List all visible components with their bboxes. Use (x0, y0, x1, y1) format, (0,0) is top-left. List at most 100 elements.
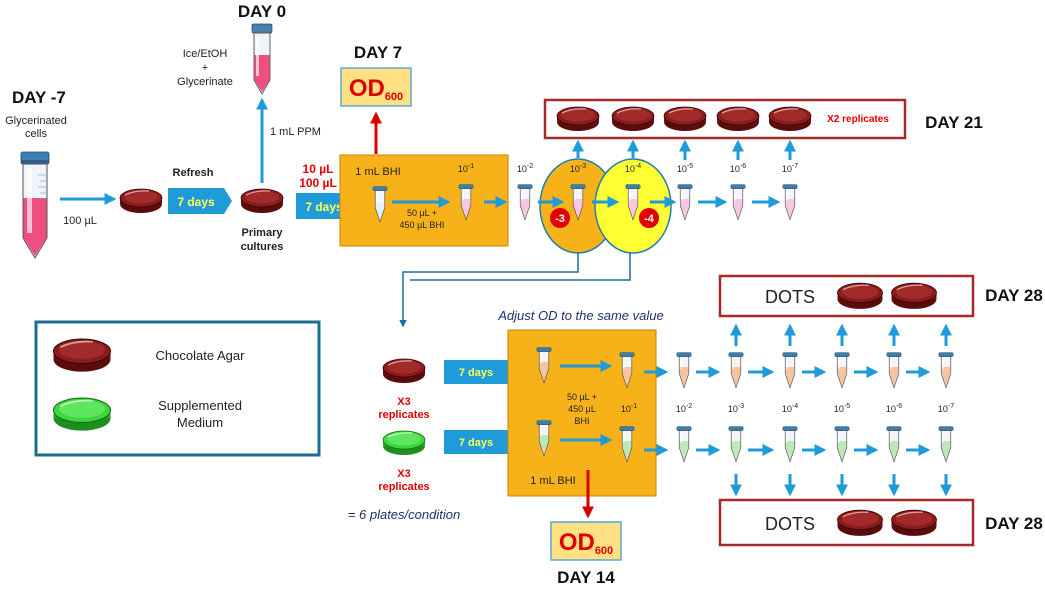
od600-box-bottom: OD600 (550, 521, 622, 561)
primary-cultures-label-2: cultures (241, 241, 284, 253)
dilution-bottom-d7-label: 10-7 (938, 403, 954, 414)
legend-chocolate-agar-icon (52, 338, 112, 373)
badge-minus3: -3 (550, 208, 570, 228)
tube-d6-top-icon (730, 184, 746, 221)
legend-chocolate-agar-label: Chocolate Agar (156, 348, 246, 363)
inoculum-100ul-label: 100 µL (299, 176, 337, 190)
seven-days-text-4: 7 days (459, 437, 493, 449)
dilution-bottom-d1-label: 10-1 (621, 403, 637, 414)
dilution-bottom-d6-label: 10-6 (886, 403, 902, 414)
tube-d5-bottom-green-icon (834, 426, 850, 463)
dilution-top-d3-label: 10-3 (570, 163, 586, 174)
dilution-top-d7-label: 10-7 (782, 163, 798, 174)
badge-minus4-text: -4 (644, 213, 655, 225)
x3-replicates-green-1: X3 (397, 468, 410, 480)
tube-d2-bottom-red-icon (676, 352, 692, 389)
day21-plate-5-icon (768, 106, 812, 132)
seven-days-text-1: 7 days (177, 195, 215, 209)
seven-days-arrow-3: 7 days (444, 360, 516, 384)
dilution-top-d1-label: 10-1 (458, 163, 474, 174)
badge-minus3-text: -3 (555, 213, 565, 225)
glycerinate-tube-icon (251, 23, 273, 95)
seven-days-arrow-4: 7 days (444, 430, 516, 454)
dilution-step-label-1: 50 µL + (407, 208, 437, 218)
dilution-bottom-d4-label: 10-4 (782, 403, 798, 414)
volume-100ul-label: 100 µL (63, 215, 97, 227)
dots-top-plate-2-icon (890, 282, 938, 310)
tube-d5-bottom-red-icon (834, 352, 850, 389)
tube-d7-top-icon (782, 184, 798, 221)
glycerinate-label: Glycerinate (177, 76, 233, 88)
dots-bottom-plate-1-icon (836, 509, 884, 537)
day7-label: DAY 7 (354, 43, 402, 62)
bhi-1ml-label-bottom: 1 mL BHI (530, 475, 575, 487)
dish-primary-icon (240, 188, 284, 214)
dots-label-bottom: DOTS (765, 514, 815, 534)
ice-etoh-label: Ice/EtOH (183, 48, 228, 60)
dilution-step-label-b1: 50 µL + (567, 392, 597, 402)
od-text-bottom: OD600 (559, 529, 613, 557)
tube-d3-bottom-red-icon (728, 352, 744, 389)
six-plates-label: = 6 plates/condition (348, 507, 460, 522)
refresh-label: Refresh (173, 167, 214, 179)
falcon-tube-icon (20, 151, 50, 259)
tube-d3-bottom-green-icon (728, 426, 744, 463)
adjust-od-label: Adjust OD to the same value (497, 308, 663, 323)
day21-plate-3-icon (663, 106, 707, 132)
connector-d4-to-bottom (410, 253, 631, 281)
day21-plate-2-icon (611, 106, 655, 132)
glycerinated-cells-label-1: Glycerinated (5, 115, 67, 127)
day0-label: DAY 0 (238, 2, 286, 21)
dish-initial-icon (119, 188, 163, 214)
day28-bottom-label: DAY 28 (985, 514, 1043, 533)
tube-d2-top-icon (517, 184, 533, 221)
tube-d2-bottom-green-icon (676, 426, 692, 463)
dilution-bottom-d3-label: 10-3 (728, 403, 744, 414)
dots-top-plate-1-icon (836, 282, 884, 310)
dish-bottom-green-icon (382, 430, 426, 456)
tube-d5-top-icon (677, 184, 693, 221)
x3-replicates-red-1: X3 (397, 396, 410, 408)
day-minus7-label: DAY -7 (12, 88, 66, 107)
day14-label: DAY 14 (557, 568, 615, 587)
ice-etoh-plus: + (202, 62, 208, 74)
legend-supplemented-medium-label-1: Supplemented (158, 398, 242, 413)
legend-supplemented-medium-icon (52, 397, 112, 432)
badge-minus4: -4 (639, 208, 659, 228)
od600-box-top: OD600 (340, 67, 412, 107)
seven-days-text-3: 7 days (459, 367, 493, 379)
dots-bottom-plate-2-icon (890, 509, 938, 537)
x3-replicates-red-2: replicates (378, 409, 429, 421)
ppm-label: 1 mL PPM (270, 126, 321, 138)
arrows-down-to-dots (730, 474, 952, 497)
x2-replicates-label: X2 replicates (827, 114, 889, 125)
dilution-step-label-b2: 450 µL (568, 404, 596, 414)
dilution-top-d4-label: 10-4 (625, 163, 641, 174)
tube-d4-bottom-green-icon (782, 426, 798, 463)
bhi-1ml-label-top: 1 mL BHI (355, 166, 400, 178)
legend-supplemented-medium-label-2: Medium (177, 415, 223, 430)
day21-label: DAY 21 (925, 113, 983, 132)
primary-cultures-label-1: Primary (242, 227, 284, 239)
tube-d4-bottom-red-icon (782, 352, 798, 389)
arrows-up-to-dots (730, 323, 952, 346)
dilution-top-d5-label: 10-5 (677, 163, 693, 174)
glycerinated-cells-label-2: cells (25, 128, 48, 140)
x3-replicates-green-2: replicates (378, 481, 429, 493)
seven-days-arrow-1: 7 days (168, 188, 232, 214)
day21-plate-4-icon (716, 106, 760, 132)
tube-d7-bottom-green-icon (938, 426, 954, 463)
dilution-top-d2-label: 10-2 (517, 163, 533, 174)
dots-label-top: DOTS (765, 287, 815, 307)
tube-d6-bottom-red-icon (886, 352, 902, 389)
dilution-step-label-2: 450 µL BHI (400, 220, 445, 230)
day28-top-label: DAY 28 (985, 286, 1043, 305)
dilution-top-d6-label: 10-6 (730, 163, 746, 174)
dish-bottom-red-icon (382, 358, 426, 384)
dilution-step-label-b3: BHI (574, 416, 589, 426)
tube-d6-bottom-green-icon (886, 426, 902, 463)
inoculum-10ul-label: 10 µL (303, 162, 334, 176)
dilution-bottom-d5-label: 10-5 (834, 403, 850, 414)
day21-plate-1-icon (556, 106, 600, 132)
